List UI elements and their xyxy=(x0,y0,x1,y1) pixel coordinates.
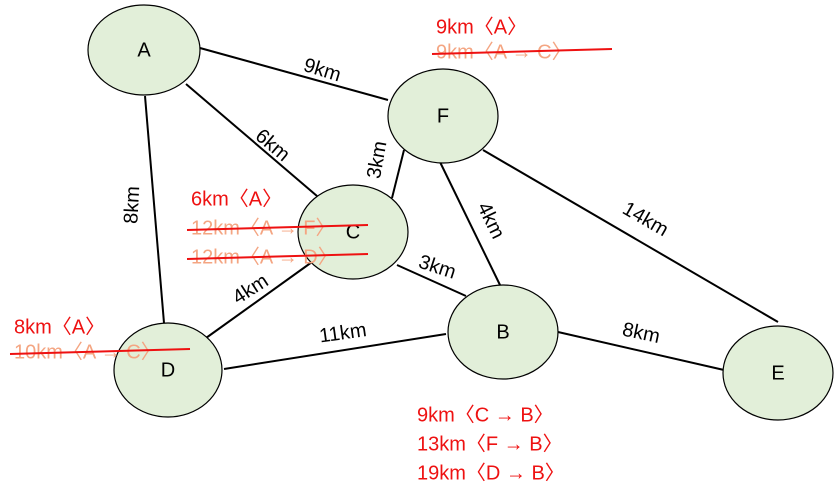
edge-label-b-e: 8km xyxy=(620,319,662,348)
edge-a-f xyxy=(199,47,389,101)
node-b: B xyxy=(447,284,559,380)
node-a: A xyxy=(87,4,201,96)
edge-b-e xyxy=(557,331,725,371)
edge-c-d xyxy=(205,261,313,339)
node-label-b: B xyxy=(496,321,509,343)
edge-f-c xyxy=(391,149,405,199)
annotation-b-0: 9km〈C → B〉 xyxy=(417,404,554,426)
edge-a-c xyxy=(185,83,318,197)
edge-label-f-b: 4km xyxy=(472,199,508,243)
annotation-c-0: 6km〈A〉 xyxy=(191,188,282,210)
edge-f-b xyxy=(439,161,501,286)
annotations-layer: 9km〈A〉9km〈A → C〉6km〈A〉12km〈A → F〉12km〈A … xyxy=(9,16,613,484)
node-label-e: E xyxy=(771,362,784,384)
node-f: F xyxy=(387,68,499,164)
strike-line-f-1 xyxy=(431,48,613,55)
edge-d-b xyxy=(223,333,447,370)
node-label-c: C xyxy=(346,221,360,243)
annotation-b-2: 19km〈D → B〉 xyxy=(417,462,565,484)
edge-label-d-b: 11km xyxy=(318,319,368,347)
node-circle-b xyxy=(447,284,559,380)
node-e: E xyxy=(722,325,834,421)
edge-label-c-d: 4km xyxy=(229,270,273,309)
node-circle-d xyxy=(113,322,223,418)
edges-layer xyxy=(144,47,779,371)
node-d: D xyxy=(113,322,223,418)
edge-label-a-f: 9km xyxy=(301,54,344,86)
node-label-a: A xyxy=(137,39,151,61)
node-circle-a xyxy=(87,4,201,96)
edge-c-b xyxy=(396,264,467,297)
edge-label-c-b: 3km xyxy=(416,251,459,284)
annotation-b-1: 13km〈F → B〉 xyxy=(417,433,563,455)
edge-label-f-c: 3km xyxy=(363,139,391,180)
annotation-f-0: 9km〈A〉 xyxy=(436,16,527,38)
node-label-d: D xyxy=(161,359,175,381)
strike-line-c-2 xyxy=(186,253,369,260)
node-label-f: F xyxy=(437,105,449,127)
node-circle-f xyxy=(387,68,499,164)
edge-label-a-c: 6km xyxy=(251,125,294,166)
edge-label-a-d: 8km xyxy=(120,186,144,225)
node-circle-e xyxy=(722,325,834,421)
strike-line-d-1 xyxy=(9,348,191,355)
strike-line-c-1 xyxy=(186,224,369,231)
edge-a-d xyxy=(144,95,165,324)
annotation-d-0: 8km〈A〉 xyxy=(14,316,105,338)
edge-f-e xyxy=(482,149,779,323)
nodes-layer: A F C B D E xyxy=(87,4,834,421)
